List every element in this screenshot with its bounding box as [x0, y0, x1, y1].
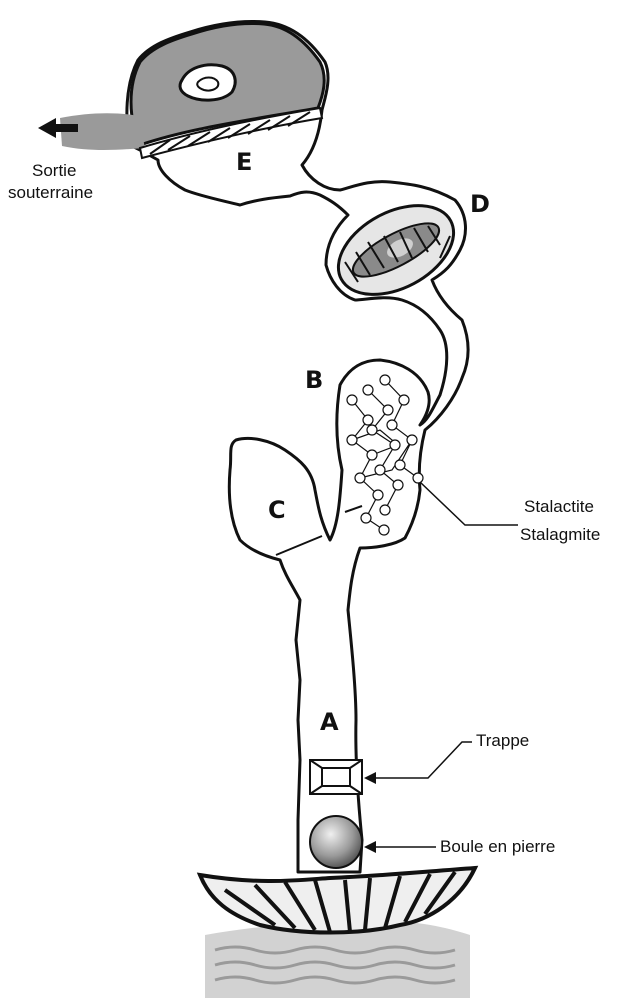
zone-label-a: A [320, 708, 339, 736]
zone-label-d: D [470, 190, 490, 218]
zone-label-e: E [236, 148, 252, 176]
callout-boulder: Boule en pierre [440, 837, 555, 856]
exit-label-line1: Sortie [32, 161, 76, 180]
callout-stalagmite: Stalagmite [520, 525, 600, 544]
zone-label-b: B [305, 366, 323, 394]
zone-label-c: C [268, 496, 286, 524]
trap-door [310, 760, 362, 794]
callout-stalactite: Stalactite [524, 497, 594, 516]
exit-label-line2: souterraine [8, 183, 93, 202]
arrowhead-boulder [364, 841, 376, 853]
callout-trap: Trappe [476, 731, 529, 750]
arrowhead-trap [364, 772, 376, 784]
stone-boulder [310, 816, 362, 868]
crater-entrance [200, 868, 475, 933]
